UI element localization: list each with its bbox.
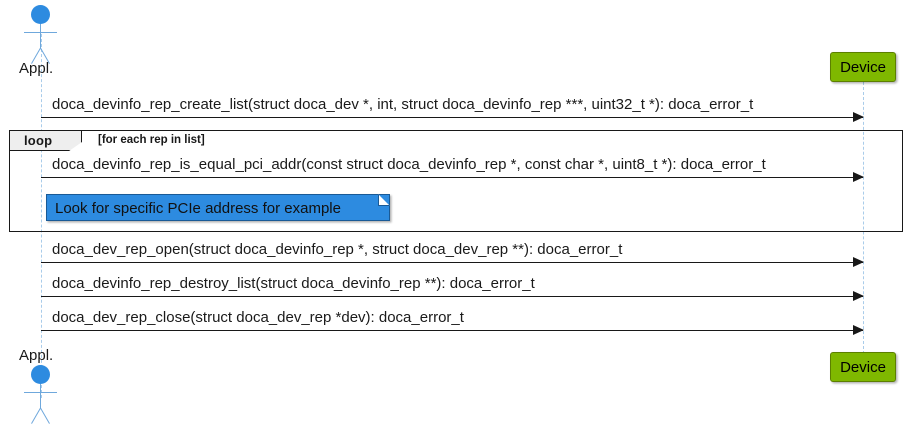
actor-appl-top[interactable] (19, 5, 65, 64)
message-1-label: doca_devinfo_rep_create_list(struct doca… (52, 96, 754, 113)
actor-leg-left-icon (31, 407, 41, 424)
fragment-loop: loop [for each rep in list] (9, 130, 903, 232)
note-text: Look for specific PCIe address for examp… (55, 200, 341, 217)
message-2-label: doca_devinfo_rep_is_equal_pci_addr(const… (52, 156, 766, 173)
actor-leg-right-icon (40, 407, 50, 424)
note-fold-corner-icon (378, 194, 390, 206)
actor-appl-bottom[interactable] (19, 365, 65, 424)
actor-arms-icon (24, 32, 57, 33)
message-4-label: doca_devinfo_rep_destroy_list(struct doc… (52, 275, 535, 292)
note-pcie-address[interactable]: Look for specific PCIe address for examp… (46, 194, 390, 221)
message-4-line (41, 296, 863, 297)
message-2-line (41, 177, 863, 178)
actor-head-icon (31, 5, 50, 24)
message-5-line (41, 330, 863, 331)
actor-label-appl-top: Appl. (19, 60, 54, 77)
message-3-line (41, 262, 863, 263)
fragment-loop-guard: [for each rep in list] (98, 134, 205, 146)
fragment-loop-operator: loop (24, 133, 53, 148)
message-3-arrowhead-icon (853, 257, 864, 267)
message-5-label: doca_dev_rep_close(struct doca_dev_rep *… (52, 309, 464, 326)
message-3-label: doca_dev_rep_open(struct doca_devinfo_re… (52, 241, 623, 258)
actor-label-appl-bottom: Appl. (19, 347, 54, 364)
actor-body-icon (40, 24, 41, 48)
message-1-arrowhead-icon (853, 112, 864, 122)
message-5-arrowhead-icon (853, 325, 864, 335)
actor-body-icon (40, 384, 41, 408)
fragment-loop-tab (10, 131, 82, 151)
message-1-line (41, 117, 863, 118)
message-2-arrowhead-icon (853, 172, 864, 182)
lifeline-appl (41, 34, 42, 398)
actor-head-icon (31, 365, 50, 384)
participant-device-bottom[interactable]: Device (830, 352, 896, 382)
message-4-arrowhead-icon (853, 291, 864, 301)
actor-arms-icon (24, 392, 57, 393)
lifeline-device (863, 82, 864, 354)
participant-device-top[interactable]: Device (830, 52, 896, 82)
